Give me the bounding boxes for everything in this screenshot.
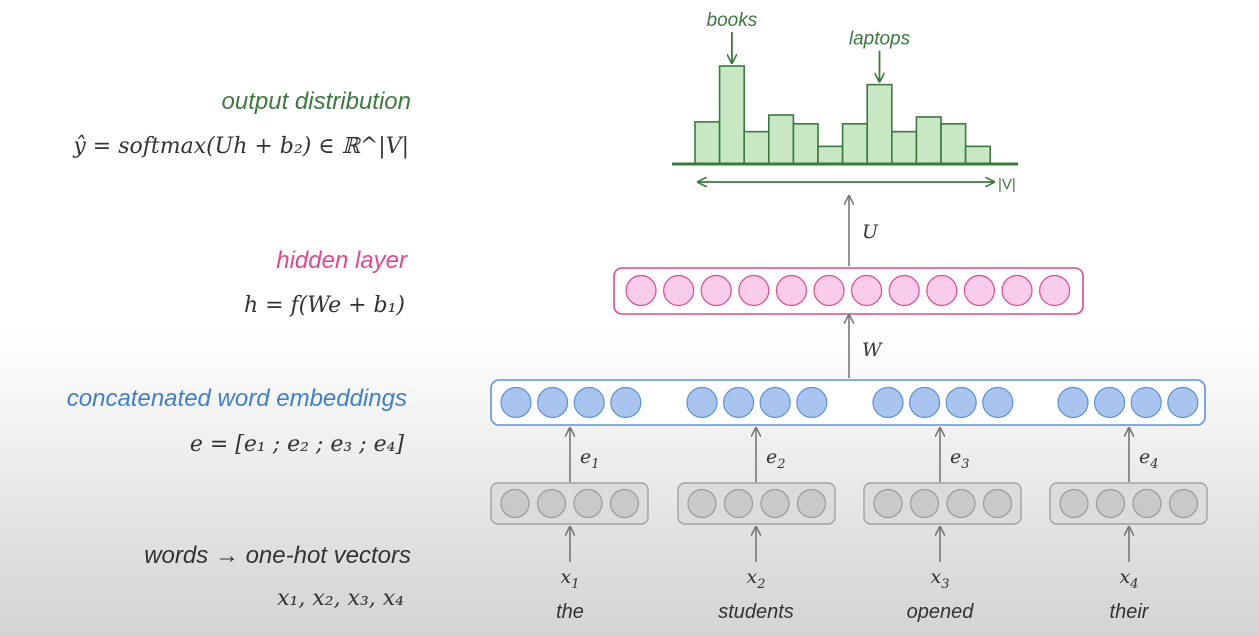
onehot-unit <box>760 488 790 519</box>
onehot-unit <box>500 488 530 519</box>
word-label: the <box>556 601 584 623</box>
hidden-unit <box>738 274 770 307</box>
input-vector-label: x1 <box>561 566 580 592</box>
onehot-unit <box>1132 488 1162 519</box>
onehot-unit <box>946 488 976 519</box>
embedding-unit <box>796 386 828 419</box>
annotation-books: books <box>707 10 758 31</box>
onehot-unit <box>1095 488 1126 519</box>
input-vector-label: x4 <box>1120 566 1139 592</box>
embedding-label: e2 <box>766 446 786 472</box>
hidden-formula: h = f(We + b₁) <box>243 293 405 318</box>
hidden-units <box>625 274 1071 307</box>
vocab-size-label: |V| <box>998 176 1016 193</box>
embedding-unit <box>722 386 755 419</box>
hidden-unit <box>813 274 845 307</box>
u-weight-label: U <box>862 221 879 243</box>
w-weight-label: W <box>862 339 883 361</box>
word-label: their <box>1110 601 1150 623</box>
embedding-unit <box>686 386 718 419</box>
embedding-unit <box>982 386 1014 419</box>
histogram-bar <box>718 65 745 165</box>
hidden-unit <box>888 274 920 307</box>
word-columns: e1 x1 the e2 x2 students e3 x3 opened e4 x4 their <box>490 428 1208 623</box>
embedding-unit <box>1130 386 1162 419</box>
embedding-unit <box>872 386 904 419</box>
onehot-box <box>1049 482 1208 525</box>
histogram-bar <box>743 130 770 165</box>
histogram-bar <box>817 145 844 165</box>
embedding-label: e3 <box>950 446 970 472</box>
hidden-unit <box>850 274 883 307</box>
hidden-unit <box>700 274 732 307</box>
hidden-unit <box>625 274 657 307</box>
onehot-unit <box>609 488 640 519</box>
histogram-bar <box>792 123 819 165</box>
histogram-bar <box>964 145 991 165</box>
onehot-unit <box>723 488 754 519</box>
input-vector-label: x3 <box>931 566 950 592</box>
histogram-bar <box>694 121 721 165</box>
embedding-unit <box>908 386 941 419</box>
words-title: words → one-hot vectors <box>144 542 411 569</box>
onehot-unit <box>982 488 1013 519</box>
onehot-unit <box>536 488 567 519</box>
output-distribution-title: output distribution <box>221 88 411 115</box>
onehot-unit <box>1059 488 1089 519</box>
embedding-unit <box>945 386 977 419</box>
embedding-unit <box>536 386 569 419</box>
embedding-unit <box>573 386 605 419</box>
onehot-box <box>863 482 1022 525</box>
onehot-unit <box>573 488 603 519</box>
embedding-unit <box>610 386 642 419</box>
embedding-layer-box <box>490 379 1206 426</box>
histogram-bar <box>890 130 918 165</box>
embeddings-title: concatenated word embeddings <box>66 385 407 412</box>
words-formula: x₁, x₂, x₃, x₄ <box>277 586 404 611</box>
embeddings-formula: e = [e₁ ; e₂ ; e₃ ; e₄] <box>189 432 404 457</box>
embedding-units <box>500 386 1199 419</box>
output-histogram <box>694 65 991 165</box>
onehot-box <box>677 482 836 525</box>
histogram-bar <box>940 123 967 165</box>
annotation-laptops: laptops <box>849 29 911 50</box>
histogram-bar <box>915 116 942 165</box>
input-vector-label: x2 <box>747 566 766 592</box>
onehot-unit <box>1168 488 1199 519</box>
histogram-bar <box>866 83 893 165</box>
onehot-unit <box>687 488 717 519</box>
hidden-unit <box>1001 274 1033 307</box>
hidden-unit <box>775 274 808 307</box>
hidden-layer-title: hidden layer <box>276 247 407 274</box>
embedding-unit <box>1167 386 1199 419</box>
output-formula: ŷ = softmax(Uh + b₂) ∈ ℝ^|V| <box>73 134 409 159</box>
onehot-unit <box>796 488 827 519</box>
embedding-unit <box>500 386 532 419</box>
embedding-unit <box>1093 386 1126 419</box>
word-label: students <box>718 601 794 623</box>
embedding-label: e4 <box>1139 446 1159 472</box>
onehot-box <box>490 482 649 525</box>
hidden-unit <box>1038 274 1071 307</box>
embedding-unit <box>1057 386 1089 419</box>
word-label: opened <box>907 601 975 623</box>
hidden-unit <box>662 274 695 307</box>
onehot-unit <box>873 488 903 519</box>
embedding-label: e1 <box>580 446 600 472</box>
onehot-unit <box>909 488 940 519</box>
histogram-bar <box>767 114 795 165</box>
embedding-unit <box>759 386 791 419</box>
histogram-bar <box>841 123 868 165</box>
hidden-unit <box>926 274 958 307</box>
hidden-unit <box>963 274 996 307</box>
